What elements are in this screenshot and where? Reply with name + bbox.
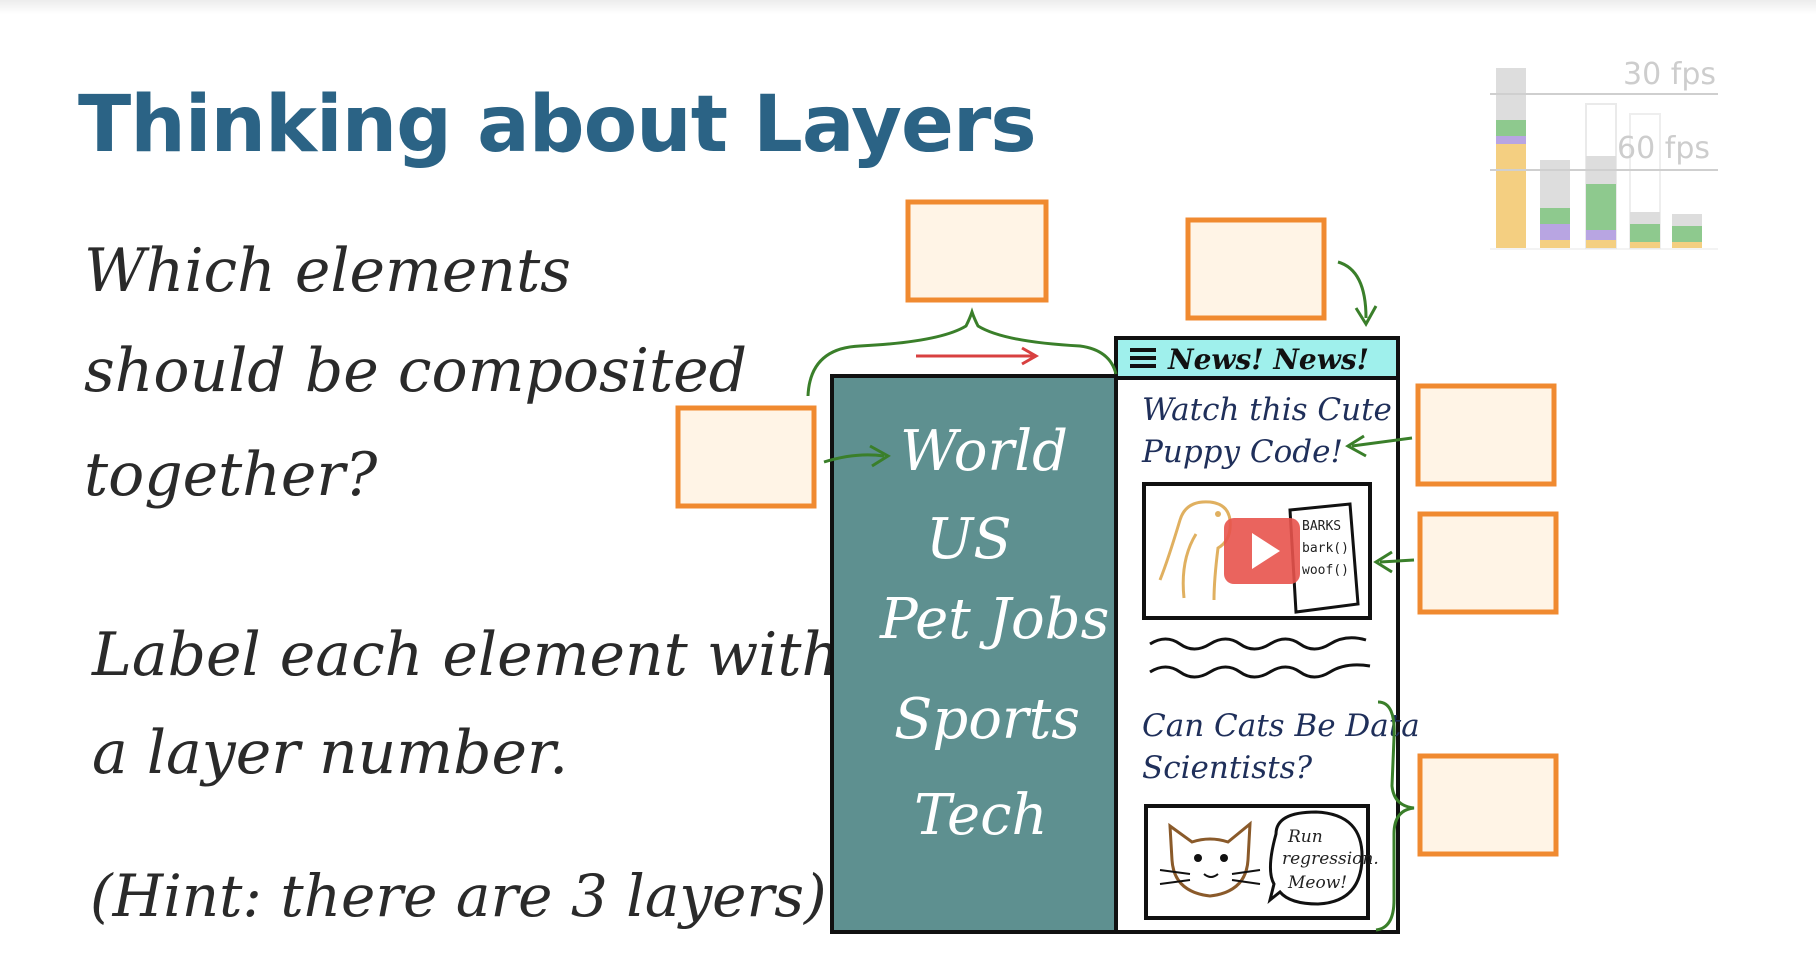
hamburger-menu-icon (1130, 348, 1156, 368)
play-icon (1252, 533, 1280, 569)
fps-bar-5-gray (1672, 214, 1702, 226)
bubble-line-2: regression. (1282, 849, 1379, 869)
fps-bar-3-yellow (1586, 240, 1616, 248)
fps-bar-2-yellow (1540, 240, 1570, 248)
fps-bar-5-green (1672, 226, 1702, 242)
fps-bar-4-yellow (1630, 242, 1660, 248)
fps-chart-icon: 30 fps 60 fps (1490, 57, 1718, 250)
nav-item-us: US (926, 507, 1012, 572)
question-line-2: should be composited (84, 336, 748, 406)
brace-top (806, 307, 1118, 397)
fps-bar-3-green (1586, 184, 1616, 230)
cat-sketch-icon (1159, 820, 1261, 898)
layer-label-box-header[interactable] (1185, 217, 1327, 321)
arrow-to-article-title-icon (1345, 434, 1413, 458)
layer-label-box-article-1-title[interactable] (1415, 383, 1557, 487)
fps-30-label: 30 fps (1623, 57, 1716, 92)
layer-label-box-page-width[interactable] (905, 199, 1049, 303)
fps-bar-1-green (1496, 120, 1526, 136)
article-2-title-line-2: Scientists? (1142, 750, 1312, 786)
top-shadow (0, 0, 1816, 14)
instruction-line-2: a layer number. (92, 718, 569, 788)
arrow-to-video-icon (1373, 550, 1415, 574)
news-header-title: News! News! (1167, 343, 1369, 376)
article-1-title-line-1: Watch this Cute (1142, 392, 1392, 428)
nav-item-world: World (900, 419, 1068, 484)
article-2-title-line-1: Can Cats Be Data (1142, 708, 1420, 744)
bubble-line-3: Meow! (1287, 873, 1347, 893)
news-header-bar (1114, 336, 1400, 380)
code-line-1: BARKS (1302, 519, 1341, 534)
layer-label-box-article-2[interactable] (1417, 753, 1559, 857)
fps-bar-1-yellow (1496, 144, 1526, 248)
question-line-1: Which elements (84, 236, 571, 306)
arrow-to-header-icon (1337, 260, 1378, 327)
hint-text: (Hint: there are 3 layers) (90, 862, 827, 930)
question-line-3: together? (84, 440, 378, 510)
squiggle-text-line-2 (1149, 663, 1371, 679)
sidebar-panel (830, 374, 1120, 934)
fps-bar-4-gray (1630, 212, 1660, 224)
squiggle-text-line-1 (1149, 636, 1367, 651)
fps-bar-4-green (1630, 224, 1660, 242)
fps-bar-2-green (1540, 208, 1570, 224)
red-arrow-icon (916, 346, 1040, 366)
nav-item-sports: Sports (894, 687, 1080, 752)
arrow-to-world-icon (823, 444, 891, 468)
brace-right (1375, 700, 1415, 932)
instruction-line-1: Label each element with (92, 620, 841, 690)
slide-title: Thinking about Layers (78, 80, 1037, 170)
layer-label-box-video[interactable] (1417, 511, 1559, 615)
nav-item-pet-jobs: Pet Jobs (879, 587, 1109, 652)
fps-bar-2-gray (1540, 160, 1570, 208)
fps-60-label: 60 fps (1617, 131, 1710, 166)
article-1-title-line-2: Puppy Code! (1141, 434, 1343, 470)
code-line-3: woof() (1302, 563, 1349, 578)
fps-bar-5-yellow (1672, 242, 1702, 248)
nav-item-tech: Tech (914, 783, 1048, 848)
code-line-2: bark() (1302, 541, 1349, 556)
fps-bar-1-purple (1496, 136, 1526, 144)
fps-bar-3-purple (1586, 230, 1616, 240)
code-page-sketch-icon: BARKS bark() woof() (1288, 502, 1360, 614)
fps-bar-2-purple (1540, 224, 1570, 240)
layer-label-box-sidebar[interactable] (675, 405, 817, 509)
bubble-line-1: Run (1287, 827, 1323, 847)
speech-bubble-icon: Run regression. Meow! (1267, 810, 1379, 906)
